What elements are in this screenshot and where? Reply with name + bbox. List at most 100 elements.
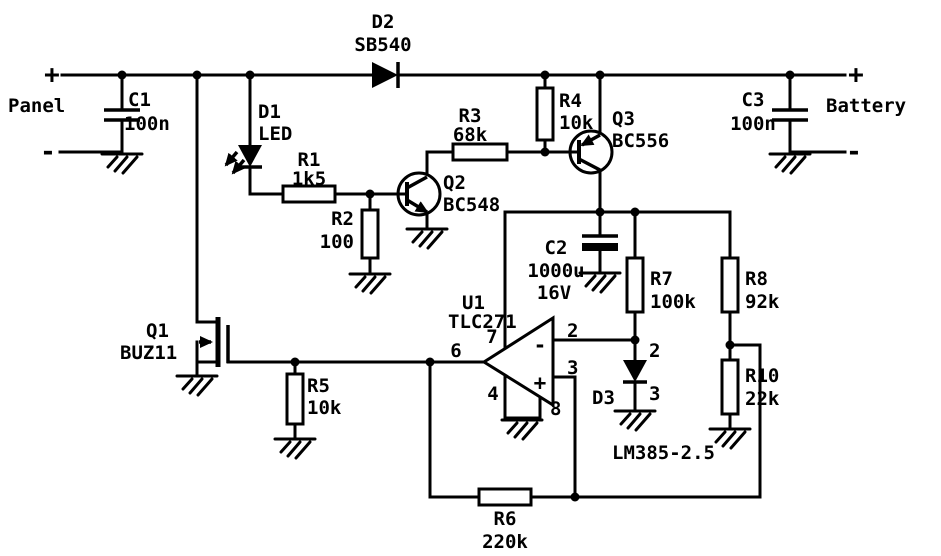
resistor-r6-body — [477, 487, 533, 507]
label-r4-ref: R4 — [559, 90, 582, 112]
label-c2-value: 1000u — [527, 260, 584, 282]
resistor-r5-body — [285, 372, 305, 426]
label-r8-ref: R8 — [745, 268, 768, 290]
resistor-r8 — [720, 256, 740, 314]
label-q2-value: BC548 — [443, 194, 500, 216]
junction-dot — [725, 340, 735, 350]
ground-icon — [578, 271, 622, 294]
capacitor-c3 — [772, 108, 808, 122]
wire-panel-leads — [58, 73, 124, 154]
resistor-r2 — [360, 208, 380, 260]
label-d3-value: LM385-2.5 — [612, 442, 715, 464]
diode-d2 — [372, 62, 400, 88]
resistor-r10-body — [720, 358, 740, 416]
diode-d3-triangle — [623, 360, 647, 382]
ground-icon — [768, 152, 812, 175]
label-r2-ref: R2 — [331, 208, 354, 230]
opamp-u1-triangle — [481, 315, 555, 408]
resistor-r7 — [625, 256, 645, 314]
label-r3-ref: R3 — [459, 105, 482, 127]
label-r3-value: 68k — [453, 124, 488, 146]
label-r7-value: 100k — [650, 291, 696, 313]
ground-icon — [405, 227, 449, 250]
junction-dots — [117, 70, 795, 502]
label-c1-ref: C1 — [128, 89, 151, 111]
reference-diode-d3 — [623, 360, 647, 384]
label-r1-ref: R1 — [298, 149, 321, 171]
wire-q1-leads — [195, 73, 432, 377]
junction-dot — [425, 357, 435, 367]
label-c2-ref: C2 — [545, 237, 568, 259]
transistor-q2 — [396, 171, 442, 217]
label-q3-ref: Q3 — [612, 108, 635, 130]
label-r2-value: 100 — [320, 231, 354, 253]
junction-dot — [540, 70, 550, 80]
wire-opamp-pins — [428, 338, 637, 499]
resistor-r1 — [281, 184, 337, 204]
junction-dot — [630, 335, 640, 345]
label-c2-rating: 16V — [537, 282, 571, 304]
label-q1-ref: Q1 — [146, 320, 169, 342]
junction-dot — [630, 207, 640, 217]
label-q2-ref: Q2 — [443, 172, 466, 194]
label-q3-value: BC556 — [612, 130, 669, 152]
label-u1-ref: U1 — [462, 292, 485, 314]
wire-battery-leads — [788, 73, 847, 154]
label-battery-plus: + — [848, 60, 864, 90]
label-r7-ref: R7 — [650, 268, 673, 290]
junction-dot — [290, 357, 300, 367]
label-r6-value: 220k — [482, 531, 528, 553]
opamp-u1 — [481, 315, 555, 408]
label-q1-value: BUZ11 — [120, 342, 177, 364]
label-panel-plus: + — [44, 60, 60, 90]
label-d3-ref: D3 — [592, 387, 615, 409]
label-c1-value: 100n — [124, 113, 170, 135]
mosfet-q1 — [199, 317, 230, 367]
labels: Panel + - Battery + - C1 100n C3 100n D2… — [8, 11, 906, 553]
label-panel-minus: - — [40, 137, 56, 167]
capacitor-c1-plates — [104, 108, 140, 122]
transistor-q3-emitter — [580, 133, 601, 147]
label-u1-value: TLC271 — [448, 311, 517, 333]
label-battery: Battery — [826, 95, 906, 117]
label-u1-pin3: 3 — [567, 357, 578, 379]
label-c3-ref: C3 — [742, 89, 765, 111]
resistor-r10 — [720, 358, 740, 416]
led-d1-light-arrow — [224, 150, 239, 167]
wire-d1-r1-leads — [248, 73, 402, 196]
transistor-q2-collector — [406, 175, 428, 190]
resistor-r6 — [477, 487, 533, 507]
label-u1-pin8: 8 — [550, 398, 561, 420]
label-u1-pin7: 7 — [486, 326, 497, 348]
resistor-r5 — [285, 372, 305, 426]
label-c3-value: 100n — [730, 113, 776, 135]
label-r5-ref: R5 — [307, 375, 330, 397]
wire-q2-r3-leads — [425, 150, 572, 230]
label-u1-pin6: 6 — [450, 340, 461, 362]
label-panel: Panel — [8, 95, 65, 117]
junction-dot — [365, 189, 375, 199]
label-r10-value: 22k — [745, 388, 780, 410]
label-r1-value: 1k5 — [292, 168, 326, 190]
resistor-r8-body — [720, 256, 740, 314]
wire-supply-rail — [503, 210, 732, 352]
transistor-q3 — [568, 129, 614, 175]
label-u1-noninverting-input: + — [534, 371, 547, 395]
label-d1-value: LED — [258, 123, 292, 145]
junction-dot — [570, 492, 580, 502]
label-d1-ref: D1 — [258, 101, 281, 123]
resistor-r4 — [535, 86, 555, 142]
label-d2-ref: D2 — [372, 11, 395, 33]
label-r6-ref: R6 — [494, 508, 517, 530]
capacitor-c2-plate-bottom — [582, 243, 618, 251]
junction-dot — [595, 207, 605, 217]
label-d2-value: SB540 — [354, 34, 411, 56]
transistor-q2-emitter — [406, 198, 429, 214]
junction-dot — [595, 70, 605, 80]
resistor-r2-body — [360, 208, 380, 260]
capacitor-c3-plates — [772, 108, 808, 122]
resistor-r4-body — [535, 86, 555, 142]
resistor-r3-body — [451, 142, 509, 162]
